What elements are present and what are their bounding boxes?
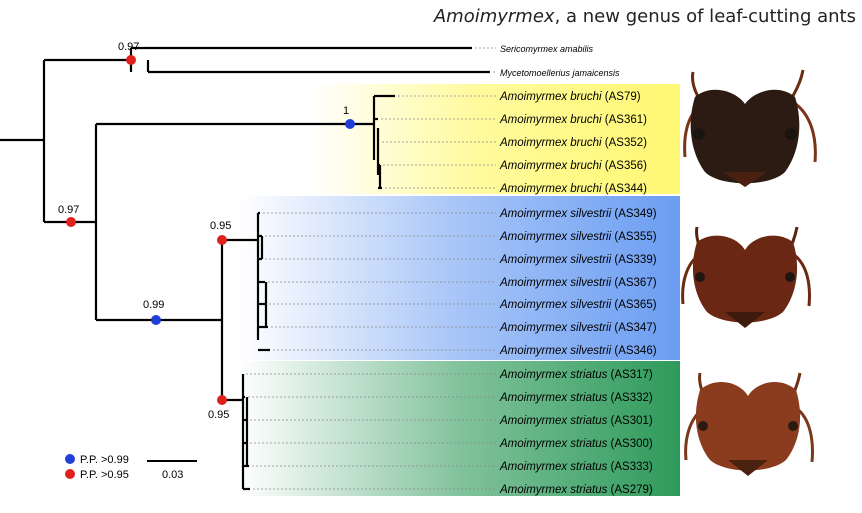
- taxon-name: Sericomyrmex amabilis: [500, 44, 594, 54]
- figure-title: Amoimyrmex, a new genus of leaf-cutting …: [434, 6, 856, 27]
- support-value-3: 0.99: [143, 299, 164, 311]
- tip-label-11: Amoimyrmex silvestrii (AS365): [499, 299, 657, 311]
- specimen-id: (AS349): [611, 208, 657, 220]
- specimen-id: (AS339): [611, 254, 657, 266]
- taxon-name: Amoimyrmex striatus: [499, 369, 608, 381]
- tip-label-16: Amoimyrmex striatus (AS301): [499, 415, 653, 427]
- taxon-name: Amoimyrmex striatus: [499, 415, 608, 427]
- taxon-name: Amoimyrmex silvestrii: [499, 277, 612, 289]
- specimen-id: (AS79): [602, 91, 641, 103]
- support-dot-4: [217, 235, 227, 245]
- support-value-1: 0.97: [58, 204, 79, 216]
- tip-label-18: Amoimyrmex striatus (AS333): [499, 461, 653, 473]
- taxon-name: Amoimyrmex silvestrii: [499, 299, 612, 311]
- tip-label-19: Amoimyrmex striatus (AS279): [499, 484, 653, 496]
- taxon-name: Amoimyrmex striatus: [499, 484, 608, 496]
- legend-blue-dot: [65, 454, 75, 464]
- specimen-id: (AS365): [611, 299, 657, 311]
- clade-box-bruchi: [310, 84, 680, 194]
- taxon-name: Amoimyrmex striatus: [499, 438, 608, 450]
- tip-label-14: Amoimyrmex striatus (AS317): [499, 369, 653, 381]
- taxon-name: Mycetomoellerius jamaicensis: [500, 68, 620, 78]
- specimen-id: (AS300): [607, 438, 653, 450]
- taxon-name: Amoimyrmex silvestrii: [499, 322, 612, 334]
- tip-label-13: Amoimyrmex silvestrii (AS346): [499, 345, 657, 357]
- taxon-name: Amoimyrmex bruchi: [499, 160, 602, 172]
- taxon-name: Amoimyrmex striatus: [499, 461, 608, 473]
- tip-label-4: Amoimyrmex bruchi (AS352): [499, 137, 647, 149]
- ant-head-bruchi: [683, 69, 817, 187]
- legend-red-dot: [65, 469, 75, 479]
- tip-label-3: Amoimyrmex bruchi (AS361): [499, 114, 647, 126]
- title-genus: Amoimyrmex: [433, 6, 555, 27]
- support-dot-3: [151, 315, 161, 325]
- support-value-5: 0.95: [208, 409, 229, 421]
- tip-label-8: Amoimyrmex silvestrii (AS355): [499, 231, 657, 243]
- tip-label-9: Amoimyrmex silvestrii (AS339): [499, 254, 657, 266]
- taxon-name: Amoimyrmex silvestrii: [499, 254, 612, 266]
- specimen-id: (AS301): [607, 415, 653, 427]
- title-rest: , a new genus of leaf-cutting ants: [554, 6, 856, 27]
- taxon-name: Amoimyrmex silvestrii: [499, 208, 612, 220]
- legend-pp099-label: P.P. >0.99: [80, 454, 129, 466]
- support-dot-5: [217, 395, 227, 405]
- clade-box-silvestrii: [240, 196, 680, 360]
- support-value-0: 0.97: [118, 41, 139, 53]
- specimen-id: (AS346): [611, 345, 657, 357]
- specimen-id: (AS332): [607, 392, 653, 404]
- specimen-id: (AS352): [602, 137, 648, 149]
- tip-label-7: Amoimyrmex silvestrii (AS349): [499, 208, 657, 220]
- tip-label-12: Amoimyrmex silvestrii (AS347): [499, 322, 657, 334]
- specimen-id: (AS355): [611, 231, 657, 243]
- taxon-name: Amoimyrmex bruchi: [499, 114, 602, 126]
- tip-label-10: Amoimyrmex silvestrii (AS367): [499, 277, 657, 289]
- scale-bar-label: 0.03: [162, 469, 183, 481]
- specimen-id: (AS333): [607, 461, 653, 473]
- legend-pp095-label: P.P. >0.95: [80, 469, 129, 481]
- clade-box-striatus: [240, 361, 680, 496]
- support-dot-2: [345, 119, 355, 129]
- taxon-name: Amoimyrmex silvestrii: [499, 345, 612, 357]
- tip-label-15: Amoimyrmex striatus (AS332): [499, 392, 653, 404]
- specimen-id: (AS317): [607, 369, 653, 381]
- ant-head-silvestrii: [681, 226, 811, 328]
- specimen-id: (AS361): [602, 114, 648, 126]
- ant-head-striatus: [684, 372, 814, 476]
- specimen-id: (AS367): [611, 277, 657, 289]
- taxon-name: Amoimyrmex bruchi: [499, 183, 602, 195]
- taxon-name: Amoimyrmex bruchi: [499, 91, 602, 103]
- tip-label-17: Amoimyrmex striatus (AS300): [499, 438, 653, 450]
- tip-label-2: Amoimyrmex bruchi (AS79): [499, 91, 641, 103]
- support-dot-1: [66, 217, 76, 227]
- specimen-id: (AS344): [602, 183, 648, 195]
- taxon-name: Amoimyrmex silvestrii: [499, 231, 612, 243]
- tip-label-0: Sericomyrmex amabilis: [500, 44, 594, 54]
- support-nodes: 0.97 0.97 1 0.99 0.95 0.95: [58, 41, 355, 421]
- legend: P.P. >0.99 P.P. >0.95 0.03: [65, 454, 197, 481]
- tip-label-5: Amoimyrmex bruchi (AS356): [499, 160, 647, 172]
- tip-leader-lines: [246, 47, 496, 490]
- support-dot-0: [126, 55, 136, 65]
- tip-label-6: Amoimyrmex bruchi (AS344): [499, 183, 647, 195]
- tip-label-1: Mycetomoellerius jamaicensis: [500, 68, 620, 78]
- specimen-id: (AS279): [607, 484, 653, 496]
- taxon-name: Amoimyrmex striatus: [499, 392, 608, 404]
- specimen-id: (AS347): [611, 322, 657, 334]
- support-value-2: 1: [343, 105, 349, 117]
- support-value-4: 0.95: [210, 220, 231, 232]
- taxon-name: Amoimyrmex bruchi: [499, 137, 602, 149]
- specimen-id: (AS356): [602, 160, 648, 172]
